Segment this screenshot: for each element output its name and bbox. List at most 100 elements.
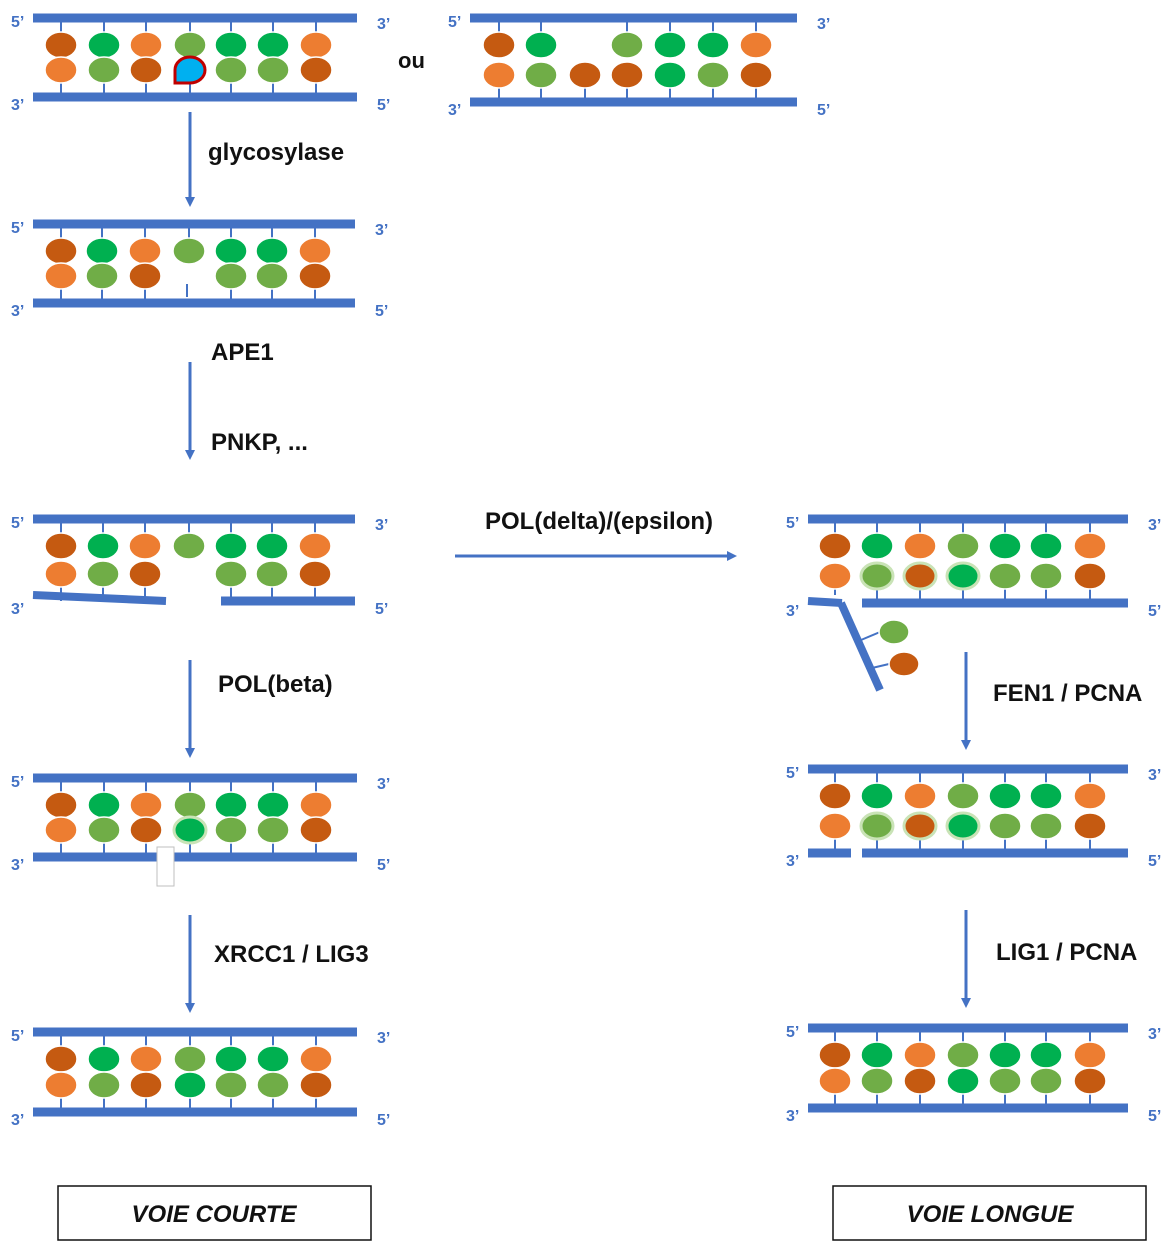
nucleotide — [129, 56, 163, 84]
end-label-3-prime: 3’ — [1148, 517, 1161, 534]
nucleotide — [696, 61, 730, 89]
nucleotide — [44, 1071, 78, 1099]
flap-base-stick — [871, 663, 890, 669]
nucleotide — [903, 532, 937, 560]
nucleotide — [299, 31, 333, 59]
nucleotide — [946, 782, 980, 810]
nucleotide — [860, 532, 894, 560]
flap-base — [878, 619, 910, 645]
end-label-3-prime: 3’ — [786, 853, 799, 870]
dna-damaged: 5’3’3’5’ — [11, 13, 390, 114]
damaged-base — [173, 55, 207, 85]
nucleotide — [172, 532, 206, 560]
nucleotide — [298, 532, 332, 560]
nucleotide — [128, 532, 162, 560]
nucleotide — [818, 812, 852, 840]
nucleotide — [299, 1071, 333, 1099]
nick-marker — [851, 845, 862, 861]
end-label-5-prime: 5’ — [375, 303, 388, 320]
nucleotide — [87, 56, 121, 84]
end-label-5-prime: 5’ — [11, 220, 24, 237]
nucleotide — [1029, 1041, 1063, 1069]
dna-diagrams: 5’3’3’5’5’3’3’5’5’3’3’5’5’3’3’5’5’3’3’5’… — [11, 13, 1161, 1129]
end-label-3-prime: 3’ — [817, 16, 830, 33]
nucleotide — [568, 61, 602, 89]
nucleotide — [256, 1045, 290, 1073]
nucleotide — [610, 61, 644, 89]
nucleotide — [173, 1045, 207, 1073]
nucleotide — [1073, 1041, 1107, 1069]
step-label-fen1-pcna: FEN1 / PCNA — [993, 680, 1142, 707]
nucleotide — [256, 1071, 290, 1099]
step-label-glycosylase: glycosylase — [208, 139, 344, 166]
nucleotide — [255, 237, 289, 265]
end-label-3-prime: 3’ — [786, 1108, 799, 1125]
end-label-5-prime: 5’ — [1148, 603, 1161, 620]
nucleotide — [214, 31, 248, 59]
nucleotide — [818, 782, 852, 810]
nucleotide — [44, 31, 78, 59]
nucleotide — [128, 237, 162, 265]
nucleotide — [129, 1045, 163, 1073]
end-label-3-prime: 3’ — [448, 102, 461, 119]
nucleotide — [255, 262, 289, 290]
nucleotide — [129, 1071, 163, 1099]
nucleotide — [903, 782, 937, 810]
end-label-5-prime: 5’ — [786, 765, 799, 782]
dna-after-ape1-pnkp: 5’3’3’5’ — [11, 514, 388, 618]
end-label-3-prime: 3’ — [11, 97, 24, 114]
end-label-5-prime: 5’ — [11, 515, 24, 532]
nucleotide — [739, 31, 773, 59]
nucleotide — [696, 31, 730, 59]
end-label-5-prime: 5’ — [786, 1024, 799, 1041]
flap-base-stick — [860, 631, 881, 641]
end-label-5-prime: 5’ — [375, 601, 388, 618]
nucleotide — [214, 262, 248, 290]
nucleotide — [818, 562, 852, 590]
nucleotide — [988, 562, 1022, 590]
pathway-box-long: VOIE LONGUE — [832, 1185, 1147, 1241]
flap-backbone — [837, 601, 884, 692]
dna-alt-abasic: 5’3’3’5’ — [448, 13, 830, 119]
flap-backbone — [807, 597, 843, 607]
nucleotide — [85, 237, 119, 265]
nucleotide — [482, 61, 516, 89]
nucleotide — [44, 532, 78, 560]
step-label-pol-delta-epsilon: POL(delta)/(epsilon) — [485, 508, 713, 535]
end-label-3-prime: 3’ — [375, 222, 388, 239]
nucleotide — [214, 560, 248, 588]
end-label-5-prime: 5’ — [1148, 853, 1161, 870]
end-label-5-prime: 5’ — [377, 857, 390, 874]
nucleotide — [1029, 562, 1063, 590]
end-label-5-prime: 5’ — [11, 774, 24, 791]
nucleotide — [739, 61, 773, 89]
nucleotide — [860, 782, 894, 810]
flap-base — [888, 651, 920, 677]
strand-gap — [166, 590, 221, 606]
new-nucleotide — [945, 811, 981, 841]
nucleotide — [44, 1045, 78, 1073]
nucleotide — [44, 816, 78, 844]
nucleotide — [214, 1045, 248, 1073]
step-label-xrcc1-lig3: XRCC1 / LIG3 — [214, 941, 369, 968]
nucleotide — [988, 1067, 1022, 1095]
nucleotide — [1073, 1067, 1107, 1095]
nucleotide — [256, 31, 290, 59]
nucleotide — [818, 1041, 852, 1069]
nucleotide — [128, 262, 162, 290]
nucleotide — [1073, 782, 1107, 810]
end-label-3-prime: 3’ — [11, 1112, 24, 1129]
end-label-5-prime: 5’ — [786, 515, 799, 532]
nucleotide — [129, 31, 163, 59]
nucleotide — [524, 31, 558, 59]
nucleotide — [44, 237, 78, 265]
nucleotide — [298, 262, 332, 290]
dna-repaired-short: 5’3’3’5’ — [11, 1027, 390, 1129]
new-nucleotide — [859, 811, 895, 841]
nucleotide — [818, 532, 852, 560]
nucleotide — [44, 56, 78, 84]
nucleotide — [87, 1045, 121, 1073]
nucleotide — [86, 560, 120, 588]
pathway-box-short: VOIE COURTE — [57, 1185, 372, 1241]
nucleotide — [173, 1071, 207, 1099]
